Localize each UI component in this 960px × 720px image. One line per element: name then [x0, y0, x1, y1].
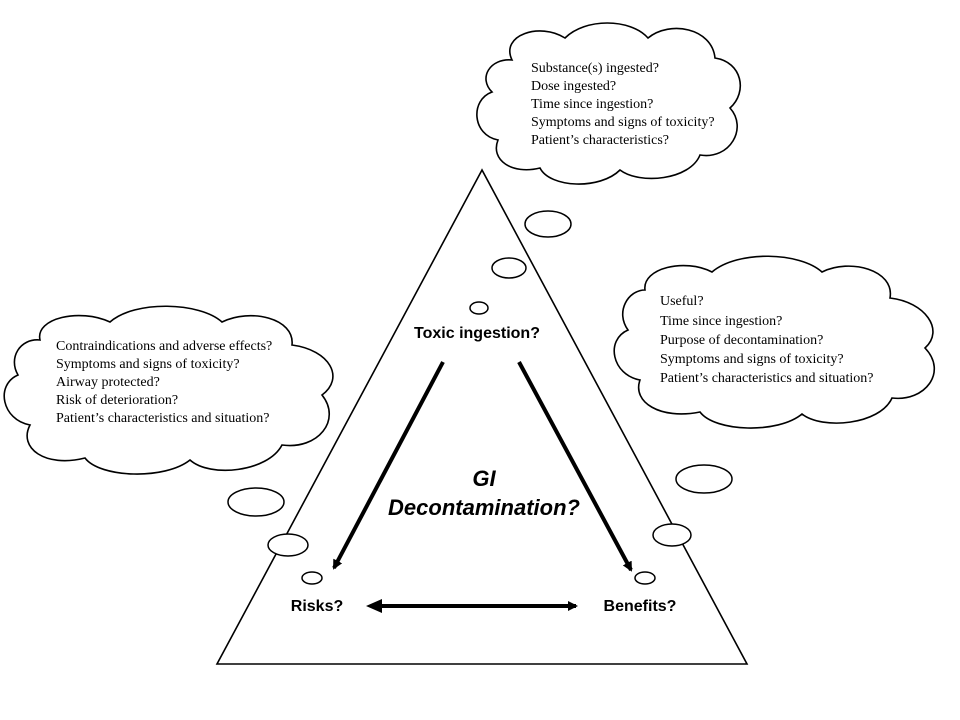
left-cloud-text: Contraindications and adverse effects? S…	[56, 339, 272, 426]
center-title-line-2: Decontamination?	[388, 495, 580, 520]
right-thought-cloud	[613, 255, 936, 429]
right-cloud-line: Patient’s characteristics and situation?	[660, 371, 873, 386]
thought-bubble	[227, 487, 285, 517]
thought-bubble	[652, 523, 692, 547]
arrow-ingestion-to-risks	[332, 361, 445, 570]
right-cloud-text: Useful? Time since ingestion? Purpose of…	[660, 294, 873, 386]
thought-bubble	[524, 210, 572, 238]
right-cloud-line: Purpose of decontamination?	[660, 333, 823, 348]
top-cloud-line: Dose ingested?	[531, 79, 616, 94]
left-cloud-line: Risk of deterioration?	[56, 393, 178, 408]
top-cloud-line: Patient’s characteristics?	[531, 133, 669, 148]
top-cloud-line: Symptoms and signs of toxicity?	[531, 115, 715, 130]
thought-bubble	[491, 257, 527, 279]
top-cloud-line: Substance(s) ingested?	[531, 61, 659, 76]
top-node-label: Toxic ingestion?	[414, 325, 540, 342]
left-cloud-line: Patient’s characteristics and situation?	[56, 411, 269, 426]
right-cloud-line: Useful?	[660, 294, 704, 309]
left-cloud-line: Airway protected?	[56, 375, 160, 390]
left-thought-cloud	[3, 305, 334, 475]
right-node-label: Benefits?	[604, 598, 677, 615]
left-cloud-line: Contraindications and adverse effects?	[56, 339, 272, 354]
left-node-label: Risks?	[291, 598, 343, 615]
arrowhead-left	[366, 599, 382, 613]
thought-bubble	[267, 533, 309, 557]
thought-bubble	[301, 571, 323, 585]
arrow-ingestion-to-benefits	[517, 361, 633, 572]
thought-bubble	[675, 464, 733, 494]
right-cloud-line: Time since ingestion?	[660, 314, 782, 329]
top-thought-cloud	[476, 22, 742, 185]
center-title-line-1: GI	[472, 466, 496, 491]
thought-bubble	[469, 301, 489, 315]
thought-bubble	[634, 571, 656, 585]
right-cloud-line: Symptoms and signs of toxicity?	[660, 352, 844, 367]
top-cloud-line: Time since ingestion?	[531, 97, 653, 112]
top-cloud-text: Substance(s) ingested? Dose ingested? Ti…	[531, 61, 715, 148]
left-cloud-line: Symptoms and signs of toxicity?	[56, 357, 240, 372]
